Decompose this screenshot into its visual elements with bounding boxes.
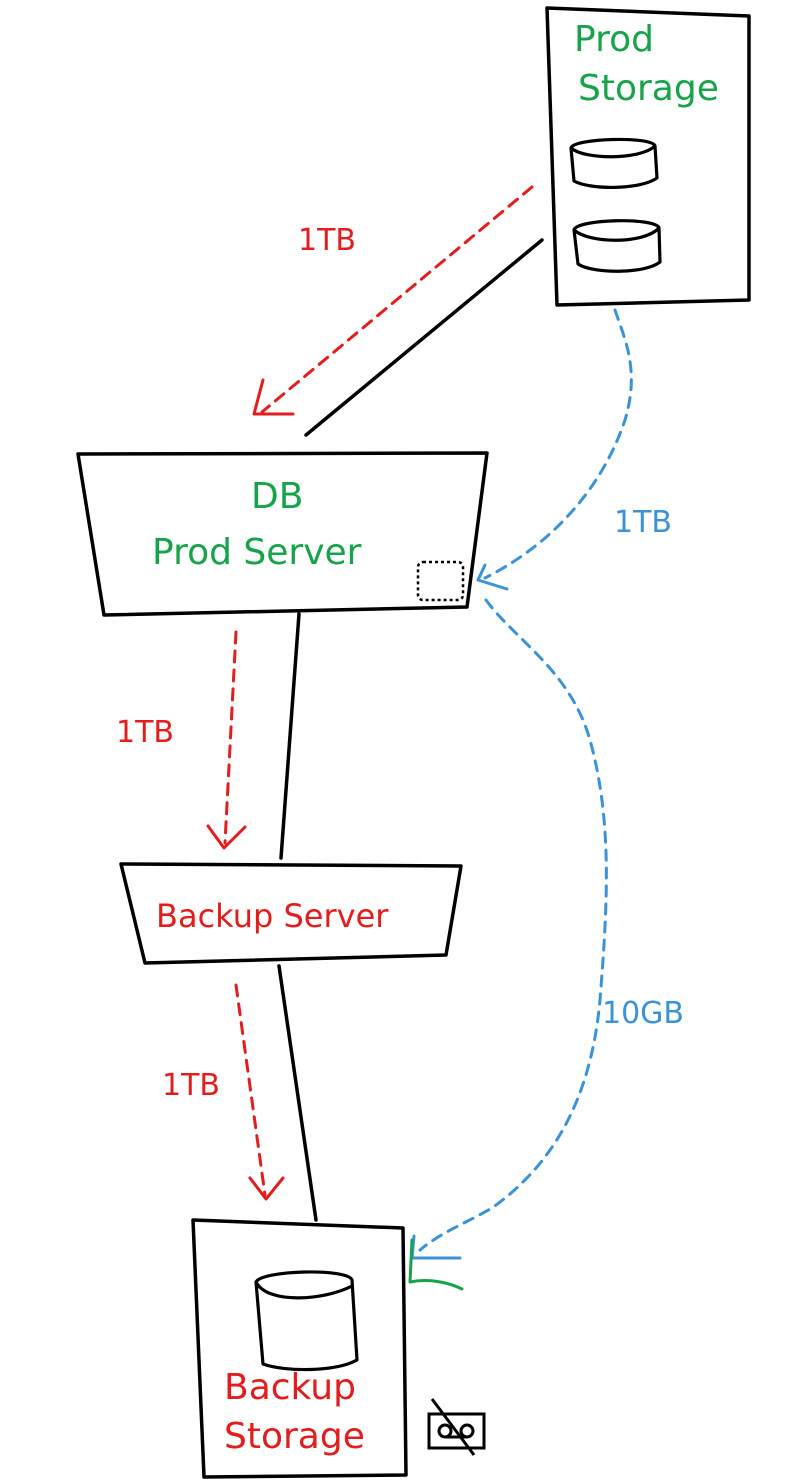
arrowhead-icon bbox=[476, 563, 509, 591]
green-arrow-icon bbox=[408, 1238, 464, 1291]
db-prod-server-label-line1: DB bbox=[251, 476, 303, 517]
db-prod-server-label-line2: Prod Server bbox=[152, 532, 362, 573]
flow-storage-to-snapshot-label: 1TB bbox=[614, 505, 672, 540]
storage-db-link bbox=[304, 238, 544, 437]
db-prod-server-box bbox=[76, 451, 489, 617]
flow-db-to-backup-server-label: 1TB bbox=[116, 715, 174, 750]
arrowhead-icon bbox=[248, 1176, 285, 1201]
prod-storage-label-line1: Prod bbox=[574, 19, 654, 60]
flow-snapshot-to-backup-storage-arrow bbox=[418, 598, 608, 1252]
snapshot-icon bbox=[416, 560, 465, 602]
database-icon bbox=[569, 137, 659, 189]
backup-server-node: Backup Server bbox=[119, 862, 463, 965]
arrowhead-icon bbox=[206, 824, 247, 850]
database-icon bbox=[254, 1270, 359, 1372]
db-prod-server-node: DB Prod Server bbox=[76, 451, 489, 617]
flow-backup-server-to-storage-arrow bbox=[234, 983, 267, 1197]
flow-storage-to-snapshot-arrow bbox=[483, 308, 633, 580]
prod-storage-label-line2: Storage bbox=[578, 68, 719, 109]
arrowhead-icon bbox=[252, 378, 295, 416]
flow-storage-to-snapshot: 1TB bbox=[476, 308, 672, 591]
flow-snapshot-to-backup-storage: 10GB bbox=[410, 598, 684, 1260]
flow-db-to-backup-server: 1TB bbox=[116, 630, 247, 850]
database-icon bbox=[572, 219, 662, 273]
db-backup-server-link bbox=[279, 612, 301, 860]
backup-server-storage-link bbox=[277, 964, 318, 1222]
backup-storage-label-line1: Backup bbox=[224, 1367, 356, 1408]
flow-storage-to-db-arrow bbox=[260, 185, 534, 414]
flow-db-to-backup-server-arrow bbox=[223, 630, 238, 845]
flow-backup-server-to-storage: 1TB bbox=[162, 983, 285, 1201]
backup-server-label: Backup Server bbox=[156, 897, 389, 935]
flow-storage-to-db-label: 1TB bbox=[298, 223, 356, 258]
flow-storage-to-db: 1TB bbox=[252, 185, 534, 416]
backup-server-box bbox=[119, 862, 463, 965]
backup-storage-label-line2: Storage bbox=[224, 1416, 365, 1457]
flow-snapshot-to-backup-storage-label: 10GB bbox=[602, 996, 684, 1031]
backup-storage-node: Backup Storage bbox=[191, 1218, 408, 1479]
prod-storage-node: Prod Storage bbox=[545, 6, 751, 307]
tape-crossed-out-icon bbox=[427, 1398, 486, 1456]
flow-backup-server-to-storage-label: 1TB bbox=[162, 1068, 220, 1103]
